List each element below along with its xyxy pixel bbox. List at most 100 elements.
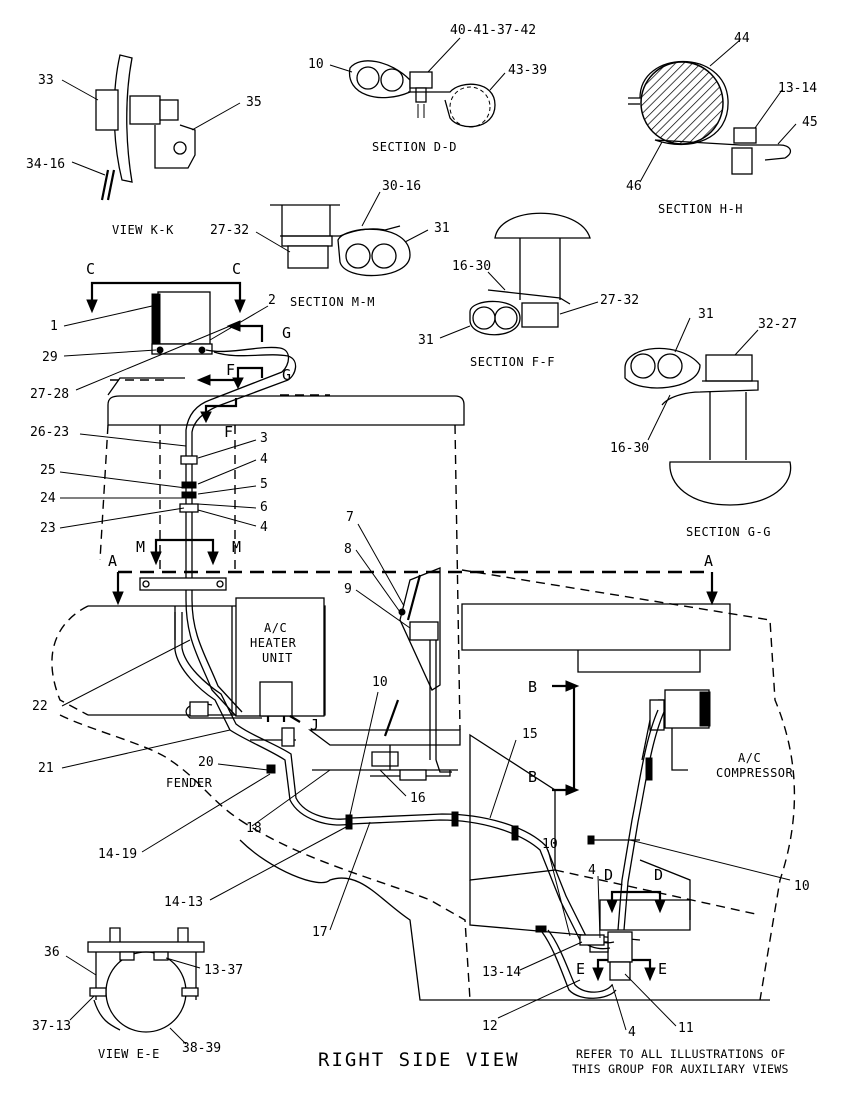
section-letter-a-right: A [704, 552, 713, 570]
callout-31-ff: 31 [418, 333, 434, 348]
callout-17: 17 [312, 925, 328, 940]
callout-13-14: 13-14 [482, 965, 521, 980]
callout-44: 44 [734, 31, 750, 46]
section-letter-f-lower: F [224, 423, 233, 441]
callout-7: 7 [346, 510, 354, 525]
note-line-2: THIS GROUP FOR AUXILIARY VIEWS [572, 1062, 789, 1076]
callout-31-mm: 31 [434, 221, 450, 236]
section-hh: 44 13-14 45 46 SECTION H-H [626, 31, 818, 216]
section-dd: 10 40-41-37-42 43-39 SECTION D-D [308, 23, 547, 154]
section-letter-g-upper: G [282, 324, 291, 342]
callout-14-13: 14-13 [164, 895, 203, 910]
callout-10-dd: 10 [308, 57, 324, 72]
callout-14-19: 14-19 [98, 847, 137, 862]
main-callouts: 1 2 29 27-28 26-23 3 4 25 5 24 6 23 4 7 … [30, 293, 810, 1040]
callout-31-gg: 31 [698, 307, 714, 322]
section-gg-label: SECTION G-G [686, 525, 771, 539]
callout-38-39: 38-39 [182, 1041, 221, 1056]
note-line-1: REFER TO ALL ILLUSTRATIONS OF [576, 1047, 785, 1061]
section-letter-b-upper: B [528, 678, 537, 696]
section-letter-j: J [310, 716, 319, 734]
callout-45: 45 [802, 115, 818, 130]
expansion-valve-bracket [398, 567, 441, 691]
section-hh-label: SECTION H-H [658, 202, 743, 216]
callout-15: 15 [522, 727, 538, 742]
callout-22: 22 [32, 699, 48, 714]
compressor-label-2: COMPRESSOR [716, 766, 794, 780]
view-kk: 33 35 34-16 VIEW K-K [26, 54, 262, 237]
diagram-title: RIGHT SIDE VIEW [318, 1049, 520, 1071]
callout-29: 29 [42, 350, 58, 365]
callout-6: 6 [260, 500, 268, 515]
section-mm: 30-16 27-32 31 [210, 179, 450, 277]
callout-23: 23 [40, 521, 56, 536]
callout-30-16: 30-16 [382, 179, 421, 194]
callout-16: 16 [410, 791, 426, 806]
section-letter-a-left: A [108, 552, 117, 570]
callout-20: 20 [198, 755, 214, 770]
section-dd-label: SECTION D-D [372, 140, 457, 154]
machine-outline [51, 377, 796, 1001]
section-letter-c-right: C [232, 260, 241, 278]
callout-27-32-mm: 27-32 [210, 223, 249, 238]
heater-unit-label-1: A/C [264, 621, 287, 635]
callout-34-16: 34-16 [26, 157, 65, 172]
view-ee-label: VIEW E-E [98, 1047, 160, 1061]
section-letter-c-left: C [86, 260, 95, 278]
section-letter-m-left: M [136, 538, 145, 556]
hose-routing [139, 346, 665, 999]
callout-1: 1 [50, 319, 58, 334]
callout-21: 21 [38, 761, 54, 776]
fender-label: FENDER [166, 776, 213, 790]
heater-unit-label-3: UNIT [262, 651, 293, 665]
receiver-drier [151, 291, 213, 355]
callout-25: 25 [40, 463, 56, 478]
callout-2: 2 [268, 293, 276, 308]
callout-4-a: 4 [260, 452, 268, 467]
section-letter-d-left: D [604, 866, 613, 884]
ac-heater-unit: A/C HEATER UNIT [235, 597, 325, 723]
section-ff-label: SECTION F-F [470, 355, 555, 369]
callout-37-13: 37-13 [32, 1019, 71, 1034]
callout-33: 33 [38, 73, 54, 88]
callout-10-a: 10 [372, 675, 388, 690]
section-letter-m-right: M [232, 538, 241, 556]
section-letter-e-right: E [658, 960, 667, 978]
section-letter-f-upper: F [226, 361, 235, 379]
callout-36: 36 [44, 945, 60, 960]
callout-3: 3 [260, 431, 268, 446]
callout-27-32-ff: 27-32 [600, 293, 639, 308]
callout-8: 8 [344, 542, 352, 557]
section-gg: 31 32-27 16-30 SECTION G-G [610, 307, 797, 539]
section-letter-e-left: E [576, 960, 585, 978]
section-markers: C C SECTION M-M G G F F M M A A [86, 260, 718, 982]
callout-10-c: 10 [794, 879, 810, 894]
section-letter-d-right: D [654, 866, 663, 884]
section-mm-label: SECTION M-M [290, 295, 375, 309]
callout-40-41-37-42: 40-41-37-42 [450, 23, 536, 38]
callout-43-39: 43-39 [508, 63, 547, 78]
callout-16-30-ff: 16-30 [452, 259, 491, 274]
callout-26-23: 26-23 [30, 425, 69, 440]
section-ff: 16-30 27-32 31 SECTION F-F [418, 212, 639, 369]
callout-10-b: 10 [542, 837, 558, 852]
callout-5: 5 [260, 477, 268, 492]
callout-18: 18 [246, 821, 262, 836]
view-ee: 36 13-37 37-13 38-39 VIEW E-E [32, 927, 243, 1061]
service-valve-11 [589, 931, 633, 981]
section-letter-g-lower: G [282, 366, 291, 384]
view-kk-label: VIEW K-K [112, 223, 174, 237]
components: A/C HEATER UNIT A/C COM [151, 291, 794, 981]
callout-32-27: 32-27 [758, 317, 797, 332]
callout-12: 12 [482, 1019, 498, 1034]
callout-13-14-hh: 13-14 [778, 81, 817, 96]
callout-27-28: 27-28 [30, 387, 69, 402]
callout-24: 24 [40, 491, 56, 506]
callout-4-c: 4 [588, 863, 596, 878]
callout-13-37: 13-37 [204, 963, 243, 978]
callout-35: 35 [246, 95, 262, 110]
callout-4-d: 4 [628, 1025, 636, 1040]
section-letter-b-lower: B [528, 768, 537, 786]
heater-unit-label-2: HEATER [250, 636, 297, 650]
